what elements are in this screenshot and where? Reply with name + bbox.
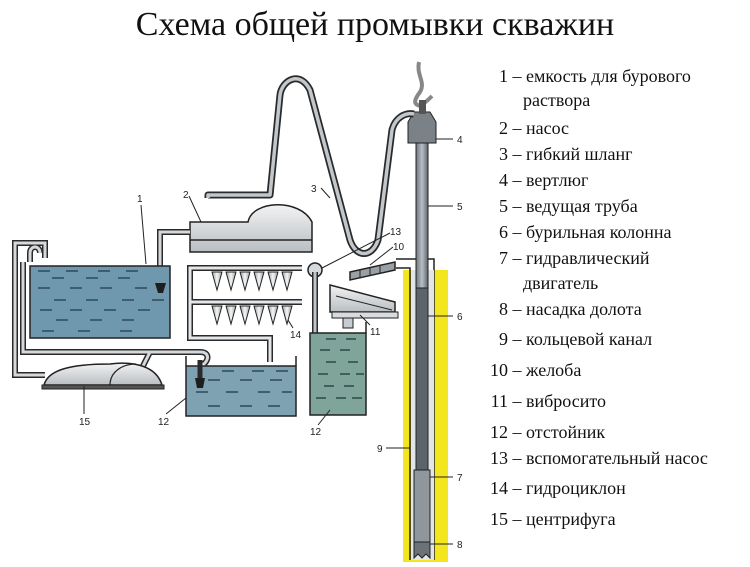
suction-strainer — [155, 283, 166, 293]
callout-2: 2 — [183, 190, 189, 201]
callout-lines — [83, 138, 453, 545]
settler-middle — [185, 365, 297, 417]
centrifuge — [43, 362, 164, 386]
callout-7: 7 — [457, 473, 463, 484]
kelly-pipe — [415, 137, 429, 289]
bit-nozzle — [413, 541, 431, 560]
hook-icon — [413, 61, 434, 109]
diagram-title: Схема общей промывки скважин — [135, 6, 615, 43]
drill-string — [415, 287, 429, 479]
legend-item-6: 6 – бурильная колонна — [499, 222, 672, 242]
legend-item-10: 10 – желоба — [490, 360, 582, 380]
legend-item-7: 7 – гидравлический — [499, 248, 650, 268]
trough — [349, 261, 396, 281]
callout-5: 5 — [457, 202, 463, 213]
legend-item-13: 13 – вспомогательный насос — [490, 448, 708, 468]
legend-item-3: 3 – гибкий шланг — [499, 144, 633, 164]
callout-9: 9 — [377, 444, 383, 455]
legend-item-1-cont: раствора — [523, 90, 591, 110]
mud-tank-ripples — [38, 270, 164, 332]
callout-15: 15 — [79, 417, 91, 428]
callout-13: 13 — [390, 227, 402, 238]
mud-tank — [29, 265, 171, 339]
callout-1: 1 — [137, 194, 143, 205]
legend-item-9: 9 – кольцевой канал — [499, 329, 653, 349]
legend-item-7-cont: двигатель — [523, 273, 599, 293]
hydrocyclones-bottom — [211, 305, 293, 326]
callout-14: 14 — [290, 330, 302, 341]
hydraulic-motor — [413, 469, 431, 543]
callout-10: 10 — [393, 242, 405, 253]
settler-right-ripples — [316, 338, 364, 399]
callout-6: 6 — [457, 312, 463, 323]
legend-item-14: 14 – гидроциклон — [490, 478, 626, 498]
legend-item-8: 8 – насадка долота — [499, 299, 642, 319]
hydrocyclones-top — [211, 271, 293, 292]
pump — [189, 204, 313, 253]
callout-4: 4 — [457, 135, 463, 146]
settler-middle-ripples — [196, 370, 292, 407]
legend-item-12: 12 – отстойник — [490, 422, 606, 442]
legend-item-1: 1 – емкость для бурового — [499, 66, 691, 86]
callout-3: 3 — [311, 184, 317, 195]
swivel — [407, 111, 437, 144]
callout-8: 8 — [457, 540, 463, 551]
callout-12a: 12 — [158, 417, 170, 428]
legend-item-5: 5 – ведущая труба — [499, 196, 638, 216]
legend-item-11: 11 – вибросито — [490, 391, 606, 411]
legend-item-4: 4 – вертлюг — [499, 170, 589, 190]
callout-11: 11 — [370, 327, 381, 338]
legend-item-15: 15 – центрифуга — [490, 509, 616, 529]
legend-item-2: 2 – насос — [499, 118, 570, 138]
callout-12b: 12 — [310, 427, 322, 438]
